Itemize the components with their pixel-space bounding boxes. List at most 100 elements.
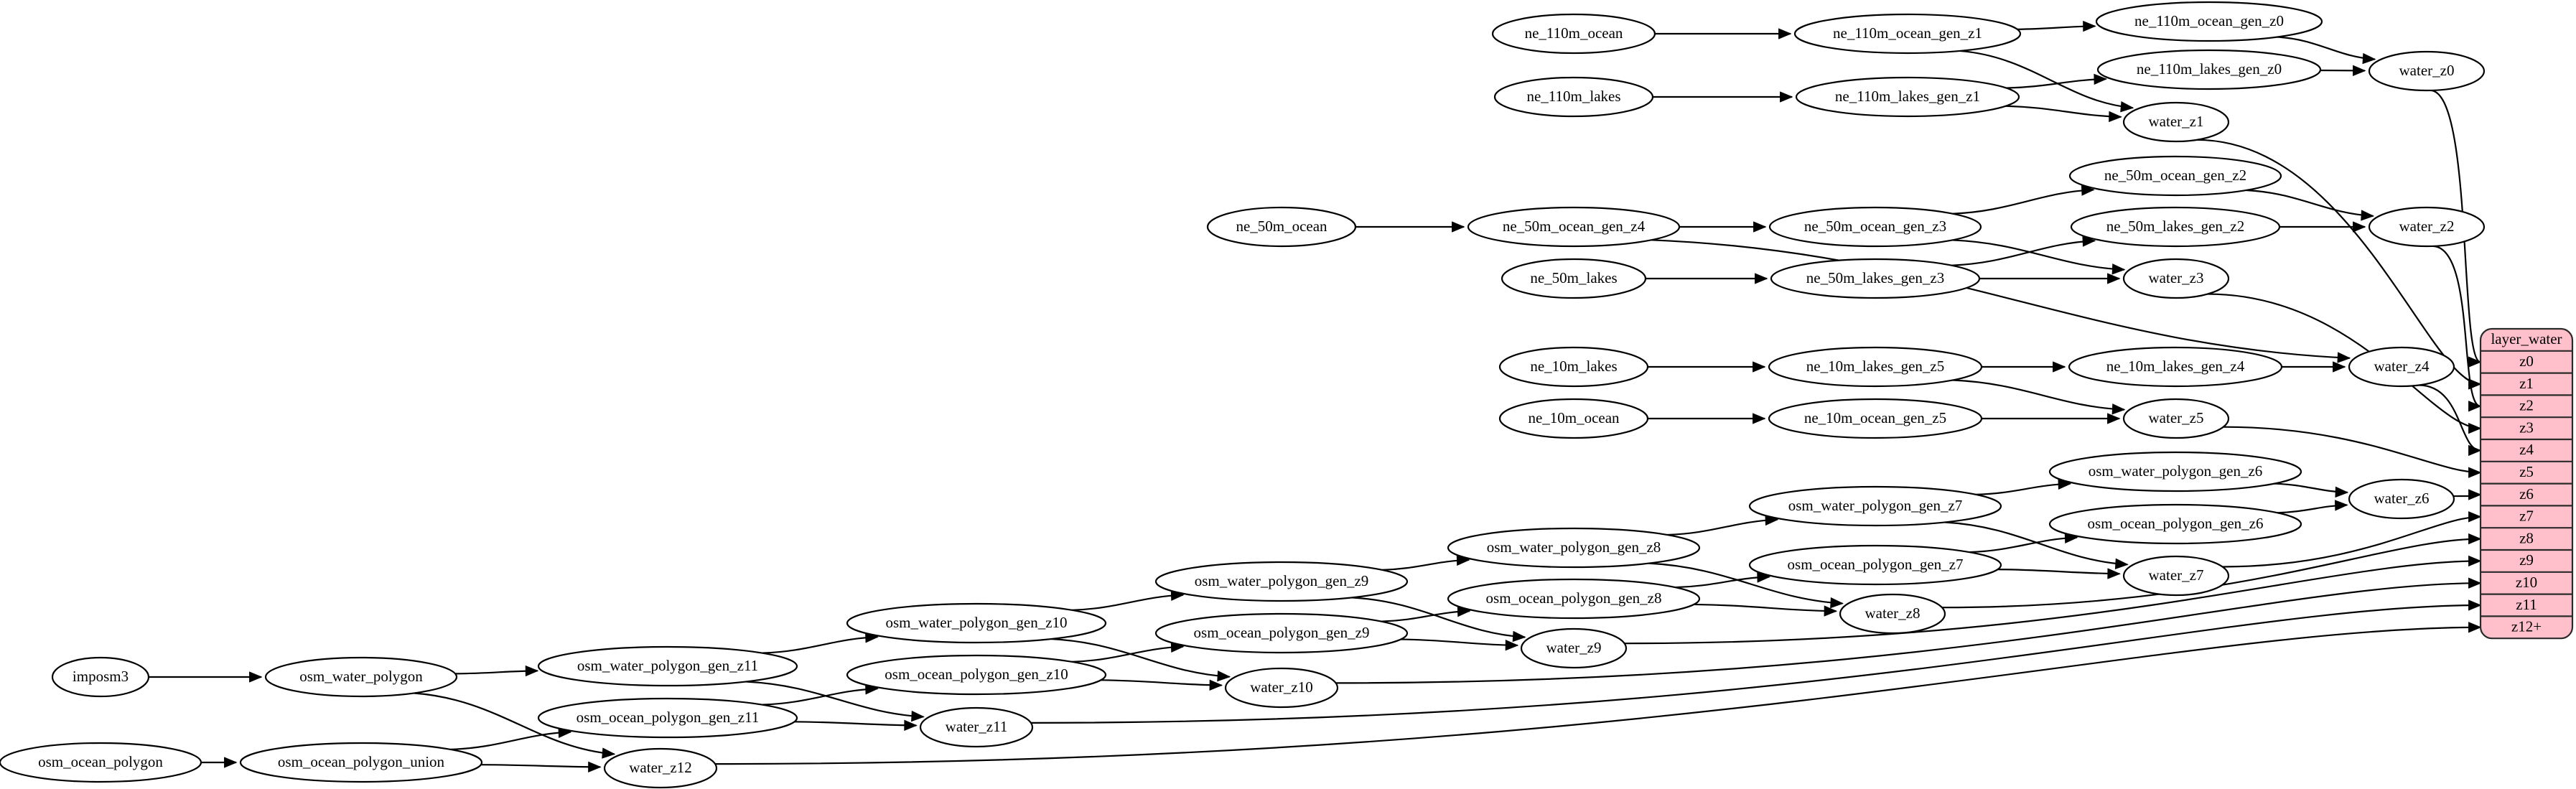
graph-node-water_z8[interactable]: water_z8 [1839, 593, 1946, 635]
node-shape [2048, 451, 2302, 492]
node-label: ne_50m_lakes [1530, 269, 1617, 286]
node-shape [1768, 206, 1982, 248]
graph-node-osm_water_polygon_gen_z6[interactable]: osm_water_polygon_gen_z6 [2048, 451, 2302, 492]
node-shape [1206, 206, 1357, 248]
graph-node-imposm3[interactable]: imposm3 [51, 656, 150, 698]
graph-node-osm_ocean_polygon_gen_z9[interactable]: osm_ocean_polygon_gen_z9 [1154, 612, 1409, 654]
graph-node-ne_50m_lakes_gen_z3[interactable]: ne_50m_lakes_gen_z3 [1770, 258, 1981, 299]
graph-node-osm_ocean_polygon[interactable]: osm_ocean_polygon [0, 742, 202, 783]
legend-row-z6[interactable]: z6 [2519, 485, 2534, 503]
legend-row-z5[interactable]: z5 [2519, 463, 2534, 480]
graph-node-water_z11[interactable]: water_z11 [919, 706, 1034, 748]
graph-node-ne_10m_lakes_gen_z4[interactable]: ne_10m_lakes_gen_z4 [2068, 346, 2283, 388]
node-label: ne_10m_ocean [1528, 409, 1620, 426]
node-label: osm_water_polygon [299, 668, 423, 685]
graph-node-osm_water_polygon_gen_z8[interactable]: osm_water_polygon_gen_z8 [1447, 527, 1701, 569]
legend-row-z4[interactable]: z4 [2519, 441, 2534, 458]
graph-node-water_z1[interactable]: water_z1 [2122, 101, 2230, 143]
graph-node-osm_ocean_polygon_gen_z7[interactable]: osm_ocean_polygon_gen_z7 [1748, 544, 2002, 586]
graph-node-ne_110m_lakes[interactable]: ne_110m_lakes [1493, 76, 1654, 118]
graph-node-ne_50m_lakes[interactable]: ne_50m_lakes [1501, 258, 1647, 299]
legend-row-z1[interactable]: z1 [2519, 375, 2534, 392]
legend-row-z7[interactable]: z7 [2519, 508, 2534, 525]
graph-node-ne_10m_ocean_gen_z5[interactable]: ne_10m_ocean_gen_z5 [1768, 398, 1983, 439]
graph-node-osm_ocean_polygon_gen_z11[interactable]: osm_ocean_polygon_gen_z11 [537, 697, 798, 739]
node-shape [1467, 206, 1681, 248]
graph-node-water_z10[interactable]: water_z10 [1224, 667, 1339, 709]
graph-node-ne_10m_lakes[interactable]: ne_10m_lakes [1498, 346, 1649, 388]
graph-node-water_z3[interactable]: water_z3 [2122, 258, 2230, 299]
node-shape [1498, 398, 1649, 439]
graph-edge-osm_water_polygon_gen_z6-to-water_z6 [2274, 482, 2349, 498]
node-shape [1748, 485, 2002, 527]
graph-edge-osm_water_polygon_gen_z10-to-osm_water_polygon_gen_z9 [1072, 589, 1185, 611]
graph-edge-osm_ocean_polygon_gen_z9-to-osm_ocean_polygon_gen_z8 [1381, 605, 1471, 622]
graph-node-osm_ocean_polygon_union[interactable]: osm_ocean_polygon_union [239, 742, 483, 783]
node-label: osm_ocean_polygon [38, 753, 163, 770]
graph-node-ne_110m_ocean_gen_z0[interactable]: ne_110m_ocean_gen_z0 [2095, 1, 2323, 42]
legend-row-z10[interactable]: z10 [2516, 574, 2537, 591]
graph-edge-osm_water_polygon-to-osm_water_polygon_gen_z11 [455, 665, 539, 677]
graph-node-water_z7[interactable]: water_z7 [2122, 555, 2230, 597]
graph-node-osm_water_polygon_gen_z7[interactable]: osm_water_polygon_gen_z7 [1748, 485, 2002, 527]
graph-node-ne_50m_ocean_gen_z3[interactable]: ne_50m_ocean_gen_z3 [1768, 206, 1982, 248]
graph-node-ne_10m_ocean[interactable]: ne_10m_ocean [1498, 398, 1649, 439]
graph-node-water_z0[interactable]: water_z0 [2368, 50, 2486, 92]
graph-edge-ne_50m_ocean_gen_z3-to-water_z3 [1952, 239, 2126, 275]
node-shape [2122, 555, 2230, 597]
graph-node-water_z2[interactable]: water_z2 [2368, 206, 2486, 248]
legend-row-z8[interactable]: z8 [2519, 529, 2534, 546]
node-shape [1491, 13, 1656, 55]
legend-row-z3[interactable]: z3 [2519, 419, 2534, 436]
graph-edge-ne_110m_ocean_gen_z1-to-water_z1 [1959, 50, 2134, 113]
graph-node-osm_water_polygon_gen_z10[interactable]: osm_water_polygon_gen_z10 [846, 602, 1107, 644]
graph-node-osm_ocean_polygon_gen_z6[interactable]: osm_ocean_polygon_gen_z6 [2048, 503, 2302, 545]
legend-row-z0[interactable]: z0 [2519, 353, 2534, 370]
graph-node-water_z6[interactable]: water_z6 [2348, 478, 2455, 520]
graph-node-ne_110m_lakes_gen_z0[interactable]: ne_110m_lakes_gen_z0 [2096, 49, 2322, 90]
graph-edge-osm_water_polygon_gen_z11-to-osm_water_polygon_gen_z10 [762, 632, 879, 654]
node-shape [2048, 503, 2302, 545]
graph-edge-osm_ocean_polygon_gen_z7-to-water_z7 [1997, 568, 2121, 579]
node-label: ne_10m_lakes_gen_z5 [1806, 358, 1944, 375]
legend-title: layer_water [2491, 330, 2562, 347]
legend-row-z2[interactable]: z2 [2519, 397, 2534, 414]
graph-node-ne_110m_lakes_gen_z1[interactable]: ne_110m_lakes_gen_z1 [1795, 76, 2020, 118]
graph-node-ne_110m_ocean_gen_z1[interactable]: ne_110m_ocean_gen_z1 [1793, 13, 2022, 55]
graph-edge-ne_50m_ocean_gen_z2-to-water_z2 [2246, 189, 2375, 221]
node-label: osm_water_polygon_gen_z10 [885, 614, 1067, 631]
graph-edge-ne_110m_lakes_gen_z1-to-ne_110m_lakes_gen_z0 [2006, 73, 2108, 89]
graph-node-water_z12[interactable]: water_z12 [603, 747, 718, 789]
node-label: ne_50m_ocean_gen_z3 [1804, 218, 1946, 235]
graph-node-ne_110m_ocean[interactable]: ne_110m_ocean [1491, 13, 1656, 55]
graph-node-osm_water_polygon[interactable]: osm_water_polygon [264, 656, 458, 698]
graph-node-ne_50m_ocean_gen_z2[interactable]: ne_50m_ocean_gen_z2 [2068, 155, 2282, 197]
node-label: ne_50m_ocean_gen_z4 [1503, 218, 1646, 235]
graph-node-ne_10m_lakes_gen_z5[interactable]: ne_10m_lakes_gen_z5 [1768, 346, 1983, 388]
graph-node-osm_ocean_polygon_gen_z8[interactable]: osm_ocean_polygon_gen_z8 [1447, 578, 1701, 620]
graph-node-osm_water_polygon_gen_z9[interactable]: osm_water_polygon_gen_z9 [1154, 561, 1409, 602]
node-shape [1768, 346, 1983, 388]
legend-row-z12+[interactable]: z12+ [2511, 618, 2542, 635]
graph-node-osm_water_polygon_gen_z11[interactable]: osm_water_polygon_gen_z11 [537, 645, 798, 687]
node-shape [1498, 346, 1649, 388]
graph-edge-osm_ocean_polygon_gen_z8-to-water_z8 [1694, 603, 1838, 617]
graph-node-water_z5[interactable]: water_z5 [2122, 398, 2230, 439]
node-label: water_z0 [2399, 62, 2455, 79]
graph-edge-osm_water_polygon_gen_z9-to-osm_water_polygon_gen_z8 [1382, 554, 1470, 571]
graph-node-ne_50m_ocean_gen_z4[interactable]: ne_50m_ocean_gen_z4 [1467, 206, 1681, 248]
legend-row-z11[interactable]: z11 [2516, 596, 2537, 613]
graph-edge-water_z7-to-layer_water.z7 [2222, 511, 2482, 568]
node-label: water_z10 [1250, 678, 1312, 696]
graph-node-osm_ocean_polygon_gen_z10[interactable]: osm_ocean_polygon_gen_z10 [846, 654, 1107, 696]
legend-row-z9[interactable]: z9 [2519, 551, 2534, 569]
graph-edge-water_z1-to-layer_water.z1 [2196, 139, 2482, 390]
graph-node-water_z9[interactable]: water_z9 [1520, 627, 1628, 669]
graph-node-water_z4[interactable]: water_z4 [2348, 346, 2455, 388]
graph-node-ne_50m_ocean[interactable]: ne_50m_ocean [1206, 206, 1357, 248]
node-label: water_z4 [2374, 358, 2430, 375]
graph-node-ne_50m_lakes_gen_z2[interactable]: ne_50m_lakes_gen_z2 [2070, 206, 2281, 248]
edge-layer [149, 20, 2482, 773]
node-label: osm_ocean_polygon_gen_z7 [1788, 556, 1964, 573]
